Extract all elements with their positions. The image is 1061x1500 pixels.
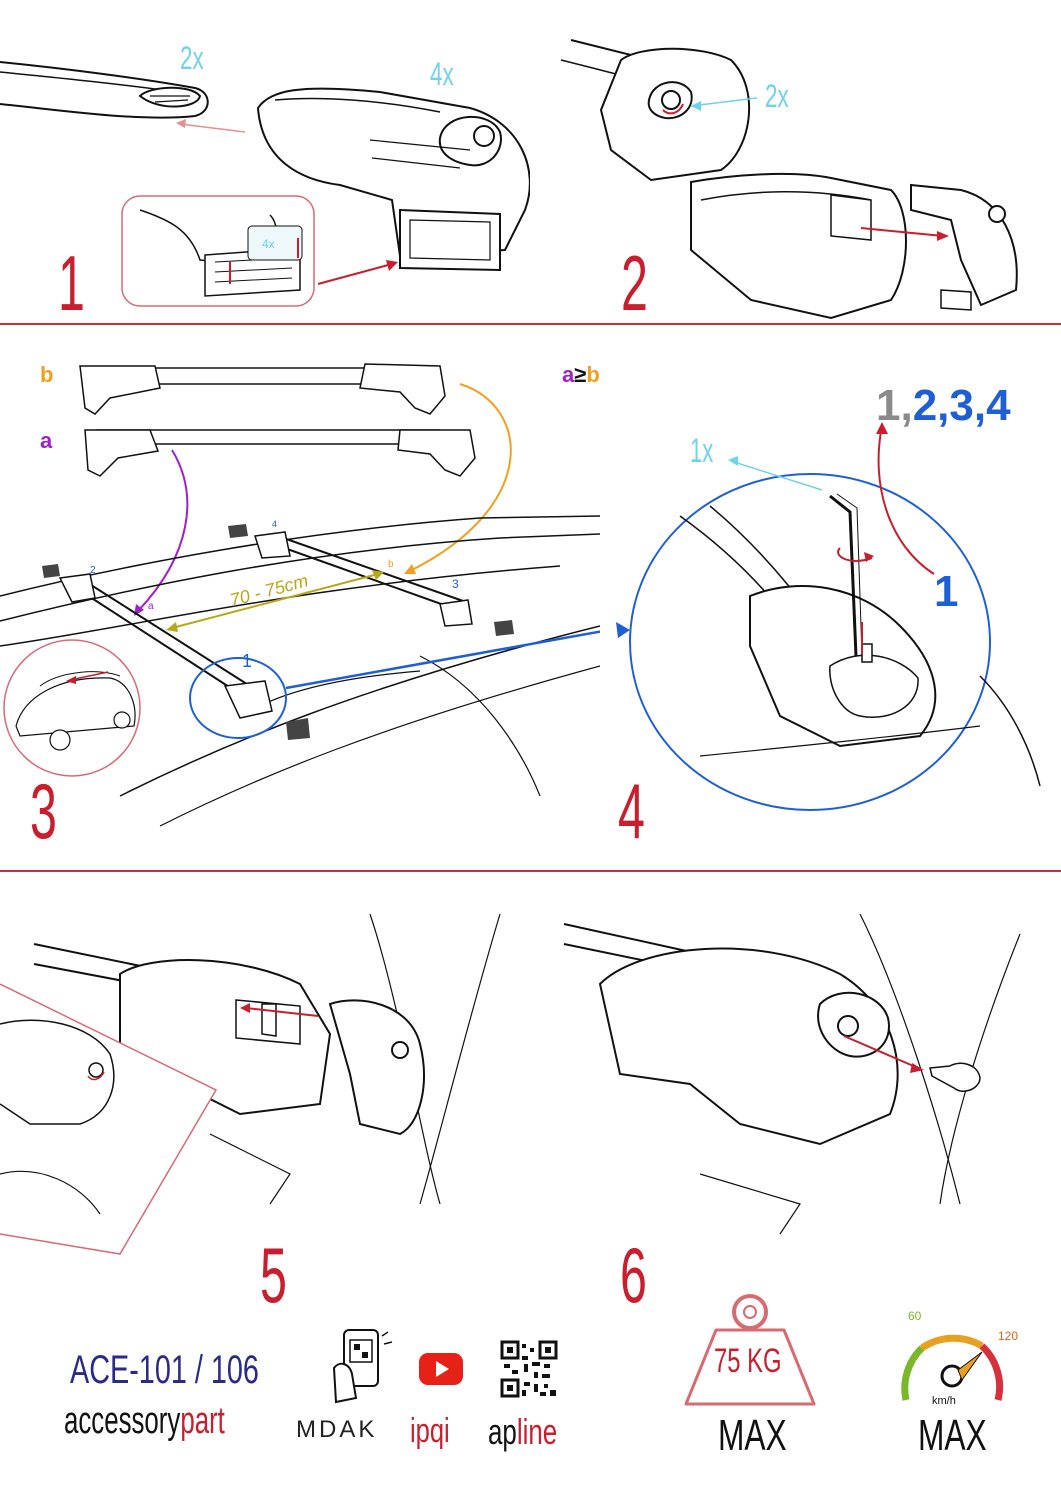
step-2-number: 2 bbox=[621, 239, 648, 327]
step-3-panel: b a a≥b 70 - 75cm 1 2 3 4 a b 3 bbox=[0, 326, 600, 868]
qr-code-icon[interactable] bbox=[500, 1340, 558, 1398]
sequence-first: 1, bbox=[876, 381, 913, 430]
weight-icon bbox=[684, 1294, 816, 1406]
tighten-sequence: 1,2,3,4 bbox=[876, 384, 1011, 428]
apline-logo: apline bbox=[488, 1414, 557, 1450]
step-4-illustration bbox=[616, 422, 1041, 811]
foot-label-1: 1 bbox=[242, 651, 253, 671]
apline-part-2: line bbox=[516, 1411, 558, 1452]
step-4-panel: 1x 1,2,3,4 1 4 bbox=[600, 326, 1061, 868]
step-1-panel: 2x 4x 4x 1 bbox=[0, 0, 530, 322]
sequence-start-label: 1 bbox=[934, 567, 959, 616]
speed-unit-label: km/h bbox=[932, 1395, 956, 1407]
ineq-a: a bbox=[562, 362, 575, 387]
max-speed-label: MAX bbox=[918, 1411, 987, 1460]
step-6-panel: 6 bbox=[540, 874, 1061, 1314]
max-weight-label: MAX bbox=[718, 1411, 787, 1460]
speed-low-label: 60 bbox=[908, 1309, 922, 1323]
foot-label-2: 2 bbox=[90, 565, 96, 576]
brand-part-1: accessory bbox=[64, 1400, 181, 1442]
qty-screws-label: 2x bbox=[765, 78, 789, 114]
footer: ACE-101 / 106 accessorypart MDAK ipqi bbox=[0, 1294, 1061, 1500]
step-5-panel: 5 bbox=[0, 874, 540, 1314]
bar-b-label: b bbox=[40, 362, 54, 387]
step-2-panel: 2x 2 bbox=[531, 0, 1061, 322]
foot-label-3: 3 bbox=[452, 577, 459, 591]
speed-high-label: 120 bbox=[998, 1329, 1019, 1343]
step-1-number: 1 bbox=[58, 239, 85, 327]
foot-label-4: 4 bbox=[272, 519, 278, 529]
bar-a-mark: a bbox=[148, 601, 154, 612]
mdak-logo: MDAK bbox=[296, 1416, 378, 1443]
qty-key-label: 1x bbox=[690, 432, 714, 470]
ineq-b: b bbox=[586, 362, 600, 387]
step-3-illustration bbox=[0, 363, 600, 827]
step-3-number: 3 bbox=[30, 767, 57, 855]
section-divider-mid bbox=[0, 870, 1061, 872]
section-divider-top bbox=[0, 323, 1061, 325]
step-1-illustration bbox=[0, 61, 530, 307]
sequence-rest: 2,3,4 bbox=[912, 381, 1011, 430]
step-5-illustration bbox=[0, 913, 501, 1255]
step-6-number: 6 bbox=[620, 1231, 647, 1319]
step-4-number: 4 bbox=[618, 767, 645, 855]
apline-part-1: ap bbox=[488, 1411, 517, 1452]
bar-a-label: a bbox=[40, 428, 53, 453]
step-6-illustration bbox=[563, 913, 1021, 1235]
inequality-label: a≥b bbox=[562, 364, 600, 386]
accessorypart-logo: accessorypart bbox=[64, 1402, 225, 1440]
step-2-illustration bbox=[560, 39, 1018, 320]
brand-part-2: part bbox=[180, 1400, 225, 1442]
ipqi-logo: ipqi bbox=[410, 1412, 450, 1450]
speedometer-icon bbox=[901, 1334, 1004, 1401]
qty-pads-label: 4x bbox=[262, 237, 275, 251]
youtube-icon[interactable] bbox=[418, 1352, 464, 1386]
qty-bars-label: 2x bbox=[180, 40, 204, 76]
step-5-number: 5 bbox=[260, 1231, 287, 1319]
max-weight-value: 75 KG bbox=[714, 1342, 782, 1380]
ineq-sym: ≥ bbox=[574, 362, 587, 387]
phone-scan-icon bbox=[332, 1329, 393, 1404]
model-number: ACE-101 / 106 bbox=[70, 1348, 259, 1392]
bar-b-mark: b bbox=[388, 559, 394, 570]
qty-feet-label: 4x bbox=[430, 56, 454, 92]
